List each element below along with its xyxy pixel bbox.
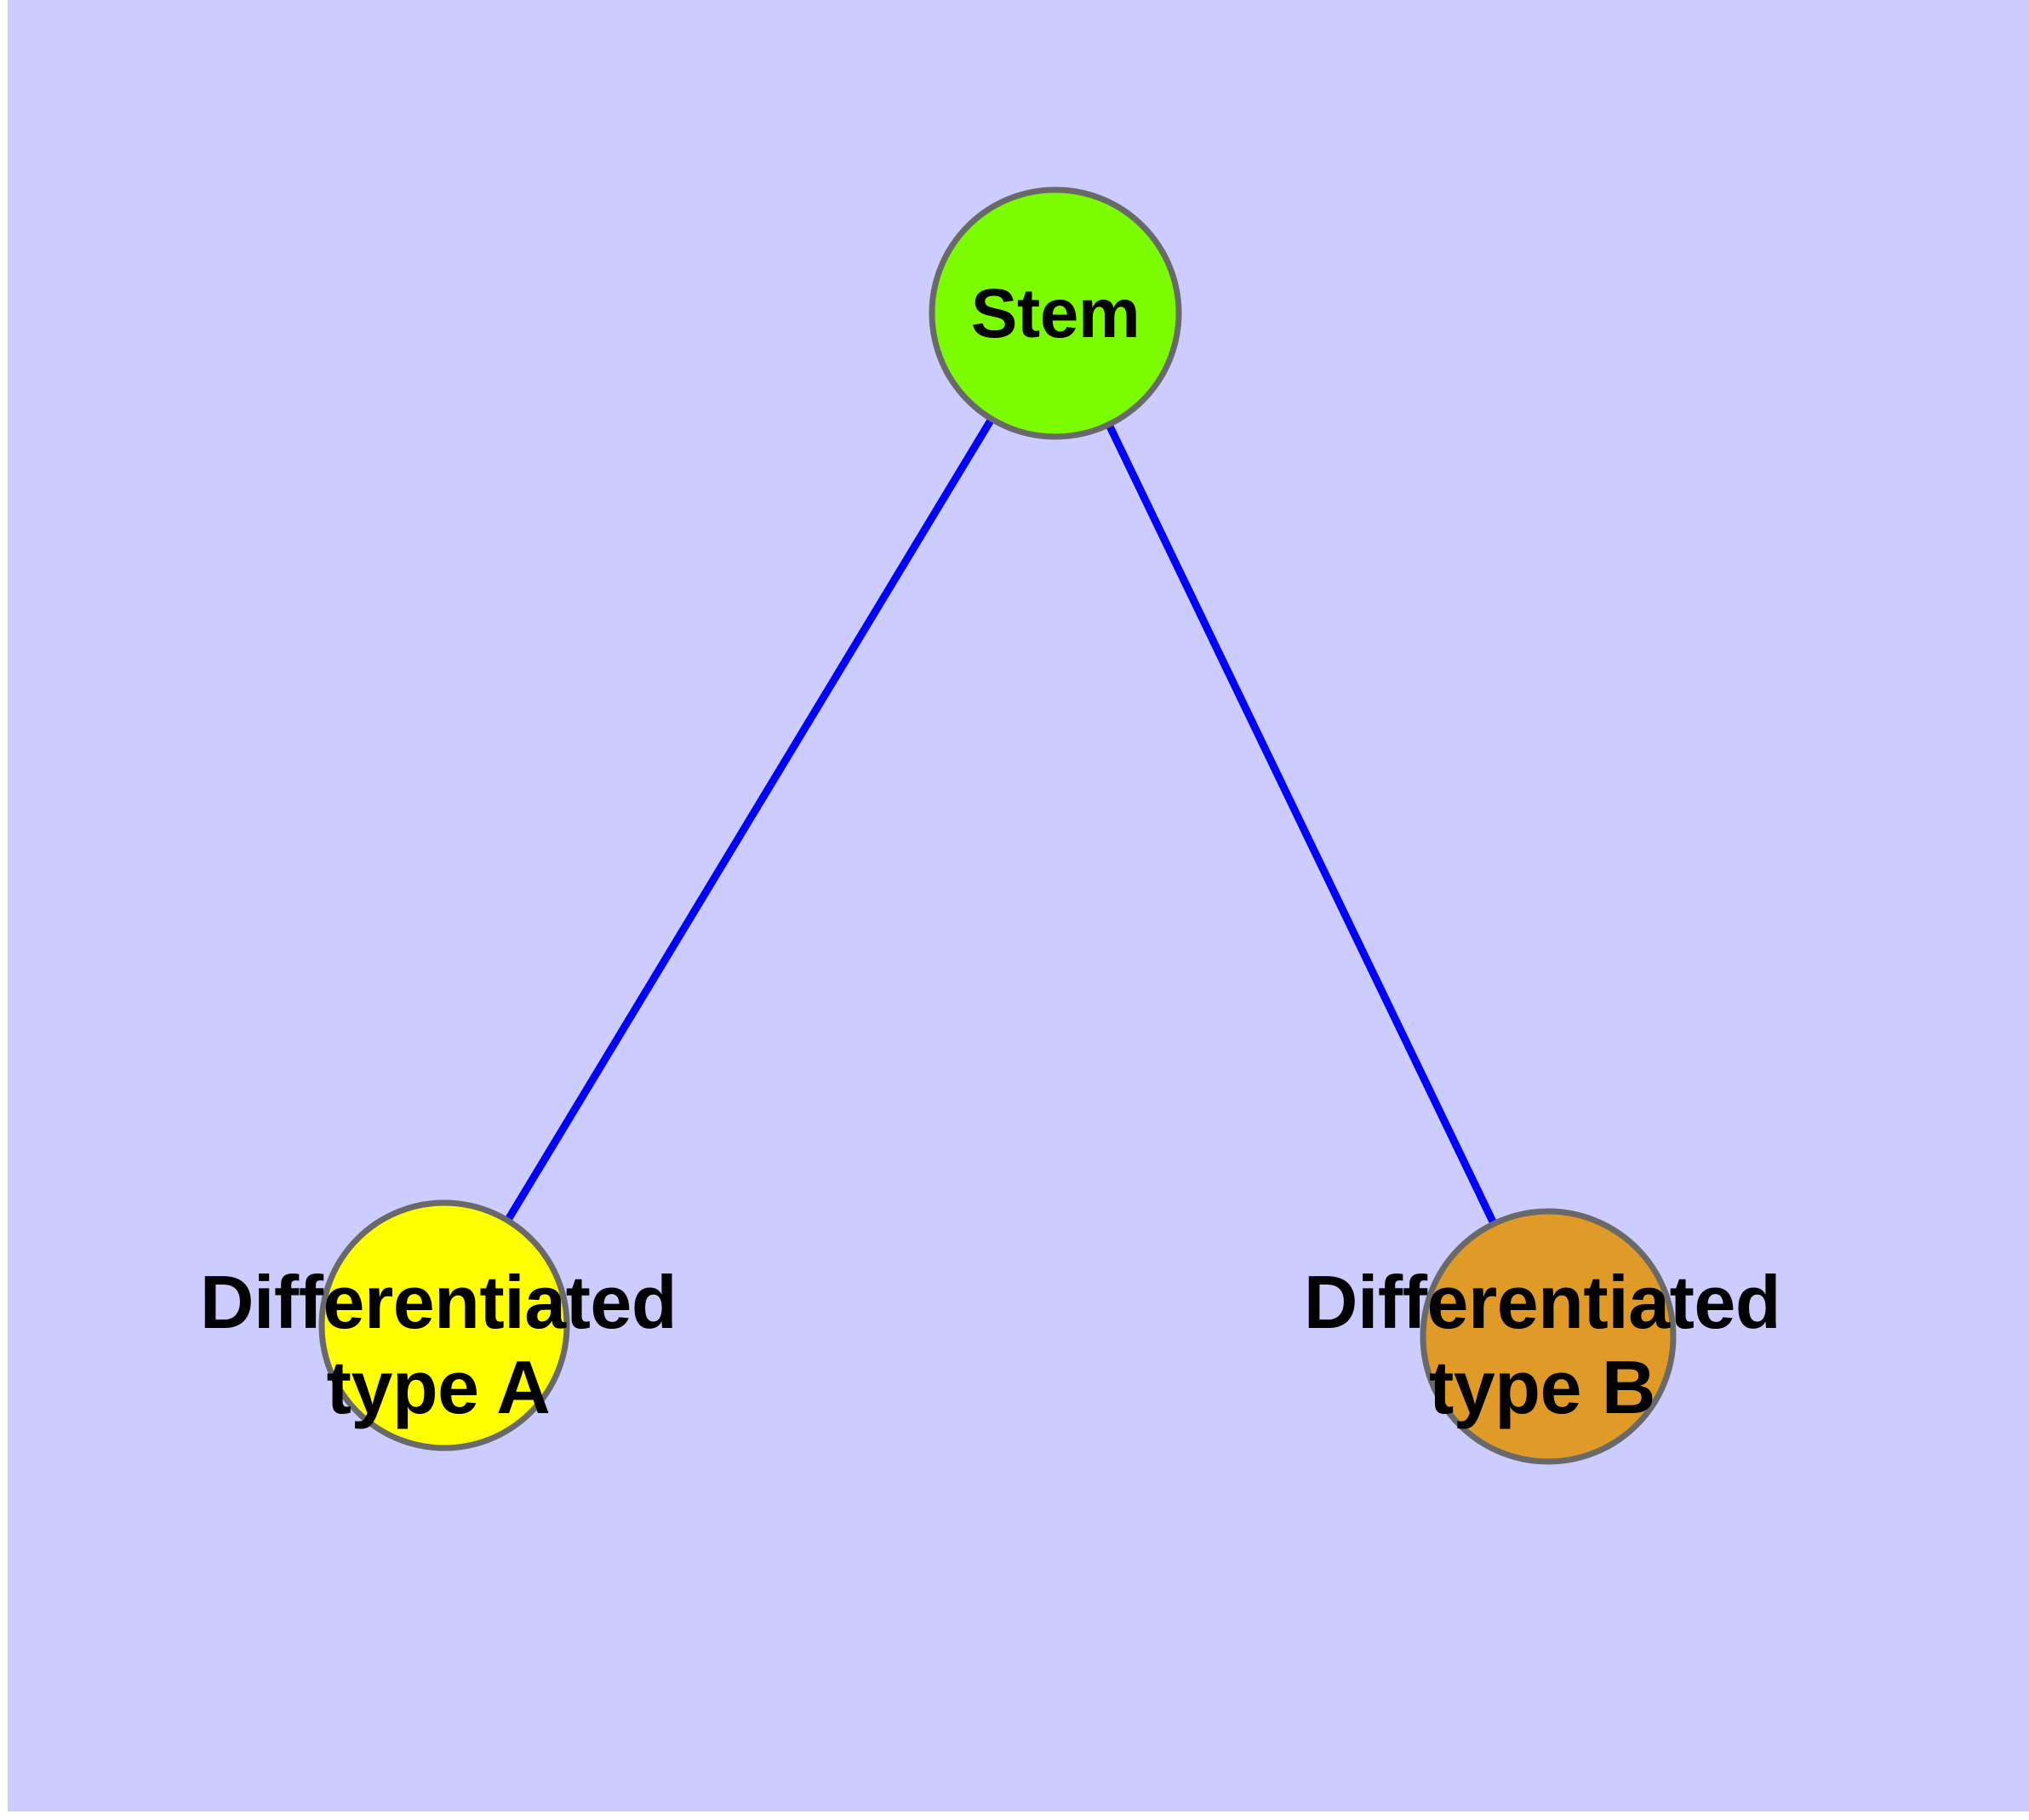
node-layer [318, 186, 1677, 1465]
edge-stem-to-diff-b[interactable] [1051, 312, 1552, 1338]
node-diff-b[interactable] [1420, 1208, 1677, 1465]
edge-layer [441, 311, 1552, 1338]
edge-stem-to-diff-a[interactable] [441, 311, 1059, 1328]
node-stem[interactable] [929, 186, 1182, 440]
node-diff-a[interactable] [318, 1199, 570, 1451]
